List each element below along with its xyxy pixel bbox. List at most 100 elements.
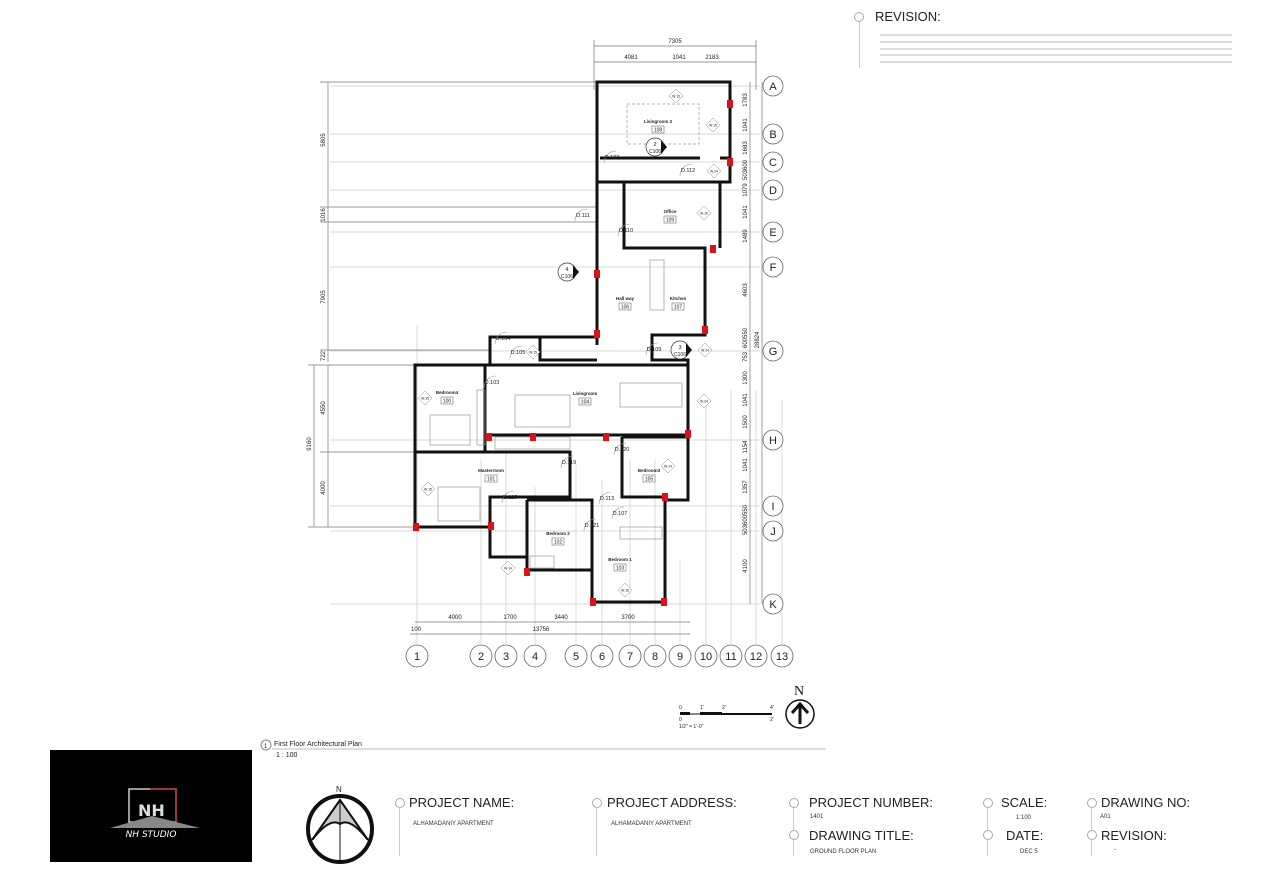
door-tag: D.104 bbox=[496, 336, 511, 342]
room-number-box bbox=[578, 397, 592, 406]
room-number: 101 bbox=[487, 477, 496, 483]
window-tag-icon bbox=[420, 481, 436, 497]
window-tag-icon bbox=[617, 582, 633, 598]
grid-number: 11 bbox=[725, 651, 736, 663]
window-tag: W.15 bbox=[700, 212, 708, 216]
north-label: N bbox=[794, 684, 804, 699]
grid-bubble bbox=[762, 340, 784, 362]
dimension-text: 753 bbox=[743, 351, 749, 362]
structural-column bbox=[727, 100, 733, 108]
room-name: Kitchen bbox=[670, 296, 687, 301]
section-arrow-icon bbox=[661, 140, 667, 154]
window-tag: W.15 bbox=[709, 124, 717, 128]
scale-bar: 0 1' 2' 4' 0 2' 1/2" = 1'-0" bbox=[679, 705, 774, 730]
grid-number: 13 bbox=[776, 651, 788, 663]
revision-label: REVISION: bbox=[875, 9, 941, 24]
dimension-text: 13756 bbox=[533, 627, 550, 633]
section-number: 4 bbox=[565, 267, 568, 273]
grid-number: 4 bbox=[532, 651, 538, 663]
room-number: 104 bbox=[581, 400, 590, 406]
door-swing bbox=[611, 506, 625, 520]
structural-column bbox=[590, 598, 596, 606]
door-swing bbox=[509, 345, 523, 359]
grid-bubble bbox=[762, 75, 784, 97]
grid-bubble bbox=[405, 644, 429, 668]
window-tag: W.14 bbox=[504, 567, 512, 571]
door-swing bbox=[574, 208, 588, 222]
dimension-text: 7905 bbox=[321, 290, 327, 304]
window-tag: W.14 bbox=[664, 465, 672, 469]
grid-letter: C bbox=[769, 157, 777, 169]
window-tag: W.15 bbox=[672, 95, 680, 99]
date-value: DEC 5 bbox=[1020, 849, 1038, 855]
walls bbox=[413, 80, 732, 604]
view-number: 1 bbox=[264, 744, 268, 750]
door-swing bbox=[603, 150, 617, 164]
section-sheet: C106 bbox=[561, 274, 573, 280]
revision-field-value: - bbox=[1114, 847, 1116, 853]
project-address-value: ALHAMADANIY APARTMENT bbox=[611, 821, 692, 827]
window-tag: W.16 bbox=[621, 589, 629, 593]
grid-letter: K bbox=[769, 599, 777, 611]
dimension-text: 1041 bbox=[743, 205, 749, 219]
revision-lines bbox=[880, 34, 1232, 63]
dimension-text: 1041 bbox=[743, 458, 749, 472]
door-tag: D.105 bbox=[511, 350, 526, 356]
door-swing bbox=[583, 518, 597, 532]
door-tag: D.107 bbox=[613, 511, 628, 517]
room-number: 100 bbox=[443, 399, 452, 405]
section-arrow-icon bbox=[686, 343, 692, 357]
grid-bubble bbox=[762, 151, 784, 173]
grid-bubble bbox=[762, 593, 784, 615]
grid-bubble bbox=[494, 644, 518, 668]
window-tag: W.24 bbox=[700, 400, 708, 404]
dimension-text: 1041 bbox=[743, 118, 749, 132]
dimension-text: 9160 bbox=[307, 437, 313, 451]
dimension-text: 4100 bbox=[743, 559, 749, 573]
field-pin-icon bbox=[789, 798, 799, 808]
drawing-no-label: DRAWING NO: bbox=[1101, 795, 1191, 810]
field-pin-icon bbox=[983, 798, 993, 808]
structural-column bbox=[594, 330, 600, 338]
section-number: 3 bbox=[678, 345, 681, 351]
grid-number: 5 bbox=[573, 651, 579, 663]
grid-letter: A bbox=[769, 81, 777, 93]
revision-field-label: REVISION: bbox=[1101, 828, 1167, 843]
project-name-value: ALHAMADANIY APARTMENT bbox=[413, 821, 494, 827]
structural-column bbox=[524, 568, 530, 576]
grid-bubble bbox=[719, 644, 743, 668]
scale-tick: 2' bbox=[770, 717, 774, 723]
window-tag-icon bbox=[705, 117, 721, 133]
dimension-text: 4081 bbox=[624, 55, 638, 61]
door-tag: D.119 bbox=[562, 460, 576, 466]
structural-column bbox=[488, 522, 494, 530]
revision-divider bbox=[859, 22, 860, 68]
dimension-text: 600550 bbox=[743, 327, 749, 348]
door-swing bbox=[613, 442, 627, 456]
room-number: 106 bbox=[621, 305, 630, 311]
grid-bubble bbox=[762, 123, 784, 145]
room-number-box bbox=[663, 215, 677, 224]
dimension-text: 3440 bbox=[554, 615, 568, 621]
dimension-text: 1357 bbox=[743, 480, 749, 494]
grid-number: 1 bbox=[414, 651, 420, 663]
window-tag-icon bbox=[660, 458, 676, 474]
room-number: 105 bbox=[645, 477, 654, 483]
room-name: Livingroom 2 bbox=[644, 119, 673, 124]
grid-letter: F bbox=[770, 262, 777, 274]
dimension-text: 3700 bbox=[621, 615, 635, 621]
room-number: 103 bbox=[616, 566, 625, 572]
project-number-value: 1401 bbox=[810, 814, 824, 820]
dimension-text: 722 bbox=[321, 350, 327, 361]
north-arrow-icon: N bbox=[785, 684, 815, 729]
room-name: Bedroom4 bbox=[436, 390, 459, 395]
structural-column bbox=[594, 270, 600, 278]
section-arrow-icon bbox=[573, 265, 579, 279]
grid-bubble bbox=[762, 495, 784, 517]
dimension-text: 28824 bbox=[755, 331, 761, 348]
dimension-text: 1500 bbox=[743, 415, 749, 429]
dimension-text: 1041 bbox=[743, 393, 749, 407]
